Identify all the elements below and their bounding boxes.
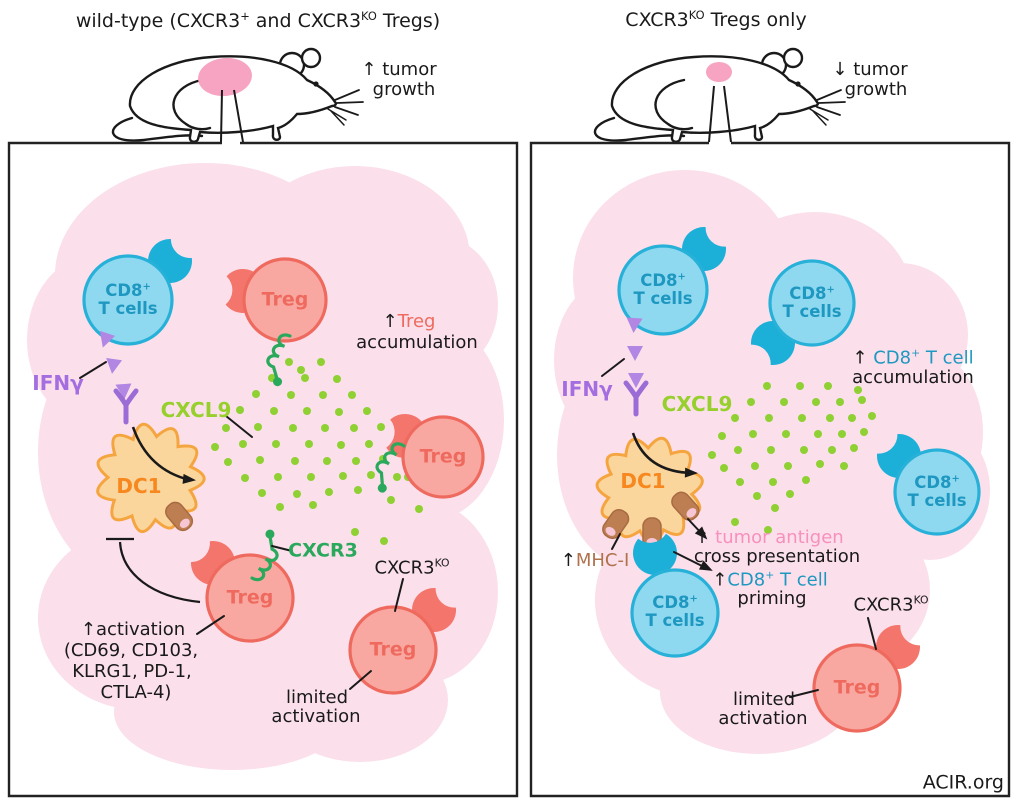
limited-activation-left-line2: activation (271, 706, 361, 728)
cxcl9-label-left: CXCL9 (160, 398, 232, 422)
cxcl9-label-right: CXCL9 (661, 392, 733, 416)
pointer-lines-left (79, 361, 404, 690)
limited-activation-left-line1: limited (285, 687, 349, 709)
right-mouse (593, 47, 847, 143)
left-mouse (111, 47, 365, 143)
cd8-label-2: CD8+ T cells (782, 283, 842, 321)
dc1-cell-right (595, 432, 704, 549)
treg-accumulation-line2: accumulation (356, 332, 478, 354)
treg-label-top: Treg (261, 288, 309, 311)
priming-line2: priming (737, 588, 807, 610)
cd8-cell-2 (745, 259, 856, 371)
limited-activation-right-line2: activation (718, 708, 808, 730)
activation-line2: (CD69, CD103, (63, 640, 199, 662)
cd8-accumulation-line1: ↑ CD8+ T cell (852, 346, 974, 369)
antigen-line1: ↑ tumor antigen (694, 527, 844, 549)
cxcr3ko-label-left: CXCR3KO (374, 556, 450, 579)
ifng-label-right: IFNγ (561, 377, 613, 401)
activation-line1: ↑activation (80, 619, 186, 641)
antigen-line2: cross presentation (693, 546, 861, 568)
cd8-label-1: CD8+ T cells (633, 270, 693, 308)
cd8-accumulation-line2: accumulation (852, 367, 974, 389)
left-panel-box (7, 141, 519, 798)
right-panel-box (529, 141, 1011, 798)
treg-cell-top (225, 257, 328, 389)
cd8-cell-priming (630, 532, 720, 658)
credit-text: ACIR.org (922, 771, 1004, 794)
cd8-label-4: CD8+ T cells (645, 592, 705, 630)
cxcl9-dots-right (708, 382, 876, 534)
mhc-label: ↑MHC-I (560, 550, 630, 572)
cd8-cell-3 (871, 428, 981, 536)
right-panel-title: CXCR3KO Tregs only (625, 7, 807, 32)
left-tumor-blob (27, 163, 504, 770)
left-tumor-growth-line1: ↑ tumor (361, 59, 437, 81)
right-tumor-growth-line1: ↓ tumor (832, 59, 908, 81)
dc1-label-right: DC1 (620, 469, 666, 493)
treg-label-ko-left: Treg (369, 638, 417, 661)
activation-line3: KLRG1, PD-1, (72, 661, 192, 683)
treg-cell-bottom (185, 526, 295, 643)
activation-line4: CTLA-4) (100, 682, 172, 704)
dc1-label-left: DC1 (116, 474, 162, 498)
limited-activation-right-line1: limited (732, 689, 796, 711)
treg-label-ko-right: Treg (833, 676, 881, 699)
left-tumor-growth-line2: growth (372, 79, 436, 101)
right-tumor-growth-line2: growth (844, 79, 908, 101)
cd8-label-left: CD8+ T cells (98, 280, 158, 318)
treg-label-mid: Treg (419, 445, 467, 468)
cd8-cell-left (82, 233, 198, 346)
inhibition-arrow (106, 537, 201, 604)
ifng-label-left: IFNγ (32, 371, 84, 395)
priming-line1: ↑CD8+ T cell (712, 568, 828, 591)
cxcr3-label: CXCR3 (288, 539, 358, 562)
treg-accumulation-line1: ↑Treg (382, 311, 436, 333)
cd8-label-3: CD8+ T cells (907, 472, 967, 510)
cxcr3ko-label-right: CXCR3KO (853, 593, 929, 616)
dc1-cell-left (96, 422, 206, 535)
left-panel-title: wild-type (CXCR3+ and CXCR3KO Tregs) (75, 8, 441, 33)
treg-cell-cxcr3ko-right (812, 619, 926, 733)
cd8-cell-1 (617, 221, 732, 336)
treg-cell-mid (367, 411, 485, 499)
treg-label-bottom: Treg (226, 586, 274, 609)
